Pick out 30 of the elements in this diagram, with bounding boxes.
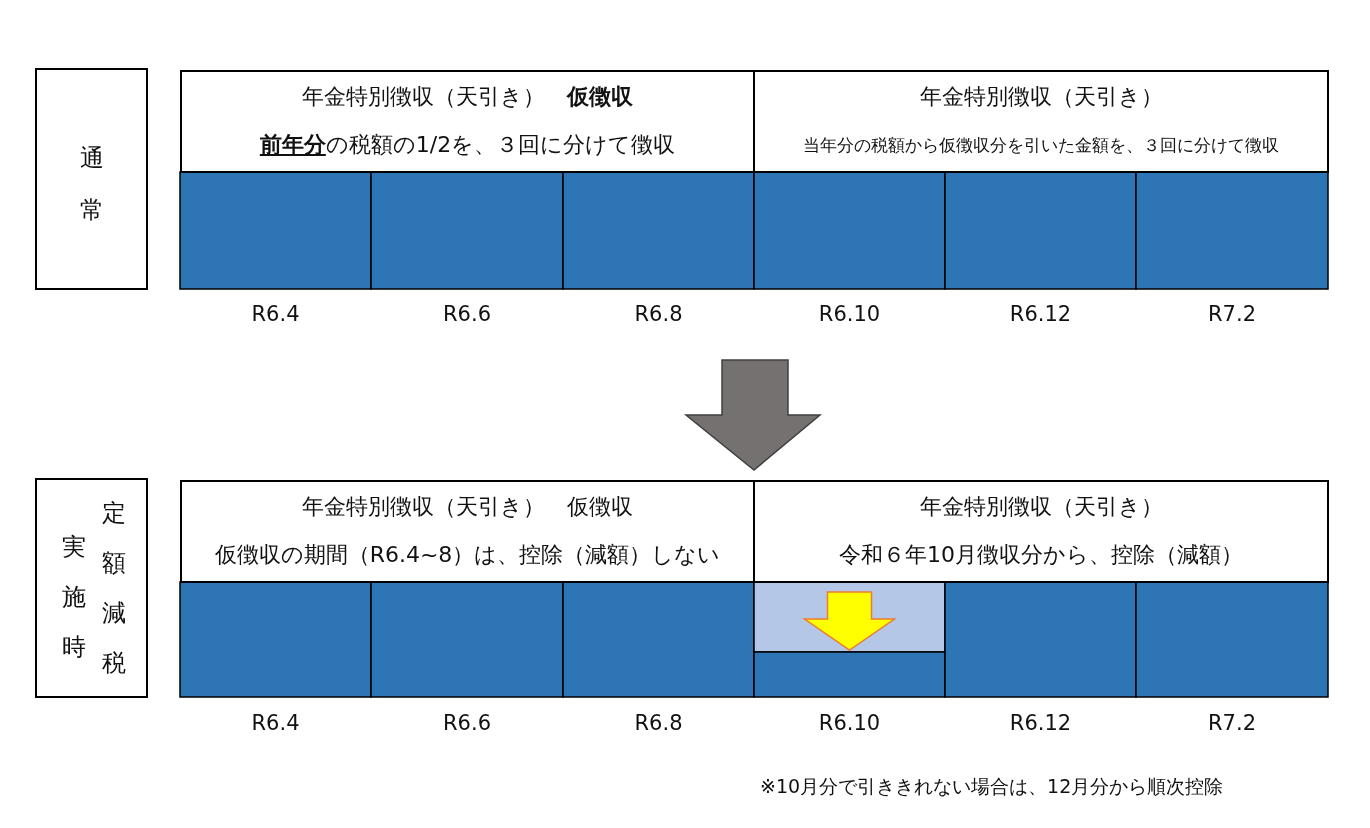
month-label: R6.6 [442,302,492,326]
header-box [753,70,1329,173]
month-label: R6.4 [250,711,301,735]
month-label: R6.10 [817,711,882,735]
month-label: R6.12 [1008,711,1073,735]
month-label: R6.8 [633,711,684,735]
month-label: R6.4 [250,302,301,326]
row-label-box [35,68,148,290]
header-title: 年金特別徴収（天引き） 仮徴収 [301,83,634,111]
month-label: R7.2 [1207,711,1257,735]
note-text: ※10月分で引ききれない場合は、12月分から順次控除 [760,774,1224,799]
month-label: R6.12 [1008,302,1073,326]
row-label: 定額減税 [101,498,127,679]
header-text: 当年分の税額から仮徴収分を引いた金額を、３回に分けて徴収 [802,134,1280,157]
row-label: 通常 [79,143,105,226]
month-label: R6.10 [817,302,882,326]
header-box [180,480,755,583]
header-text: 仮徴収の期間（R6.4~8）は、控除（減額）しない [213,541,722,569]
month-label: R6.8 [633,302,684,326]
header-title: 年金特別徴収（天引き） [918,83,1164,111]
month-label: R6.6 [442,711,492,735]
header-text: 令和６年10月徴収分から、控除（減額） [838,541,1244,569]
header-box [753,480,1329,583]
month-label: R7.2 [1207,302,1257,326]
header-text: 前年分の税額の1/2を、３回に分けて徴収 [258,131,677,159]
header-title: 年金特別徴収（天引き） [918,493,1164,521]
header-title: 年金特別徴収（天引き） 仮徴収 [301,493,634,521]
row-label: 実施時 [61,532,87,663]
header-box [180,70,755,173]
row-label-box [35,478,148,698]
